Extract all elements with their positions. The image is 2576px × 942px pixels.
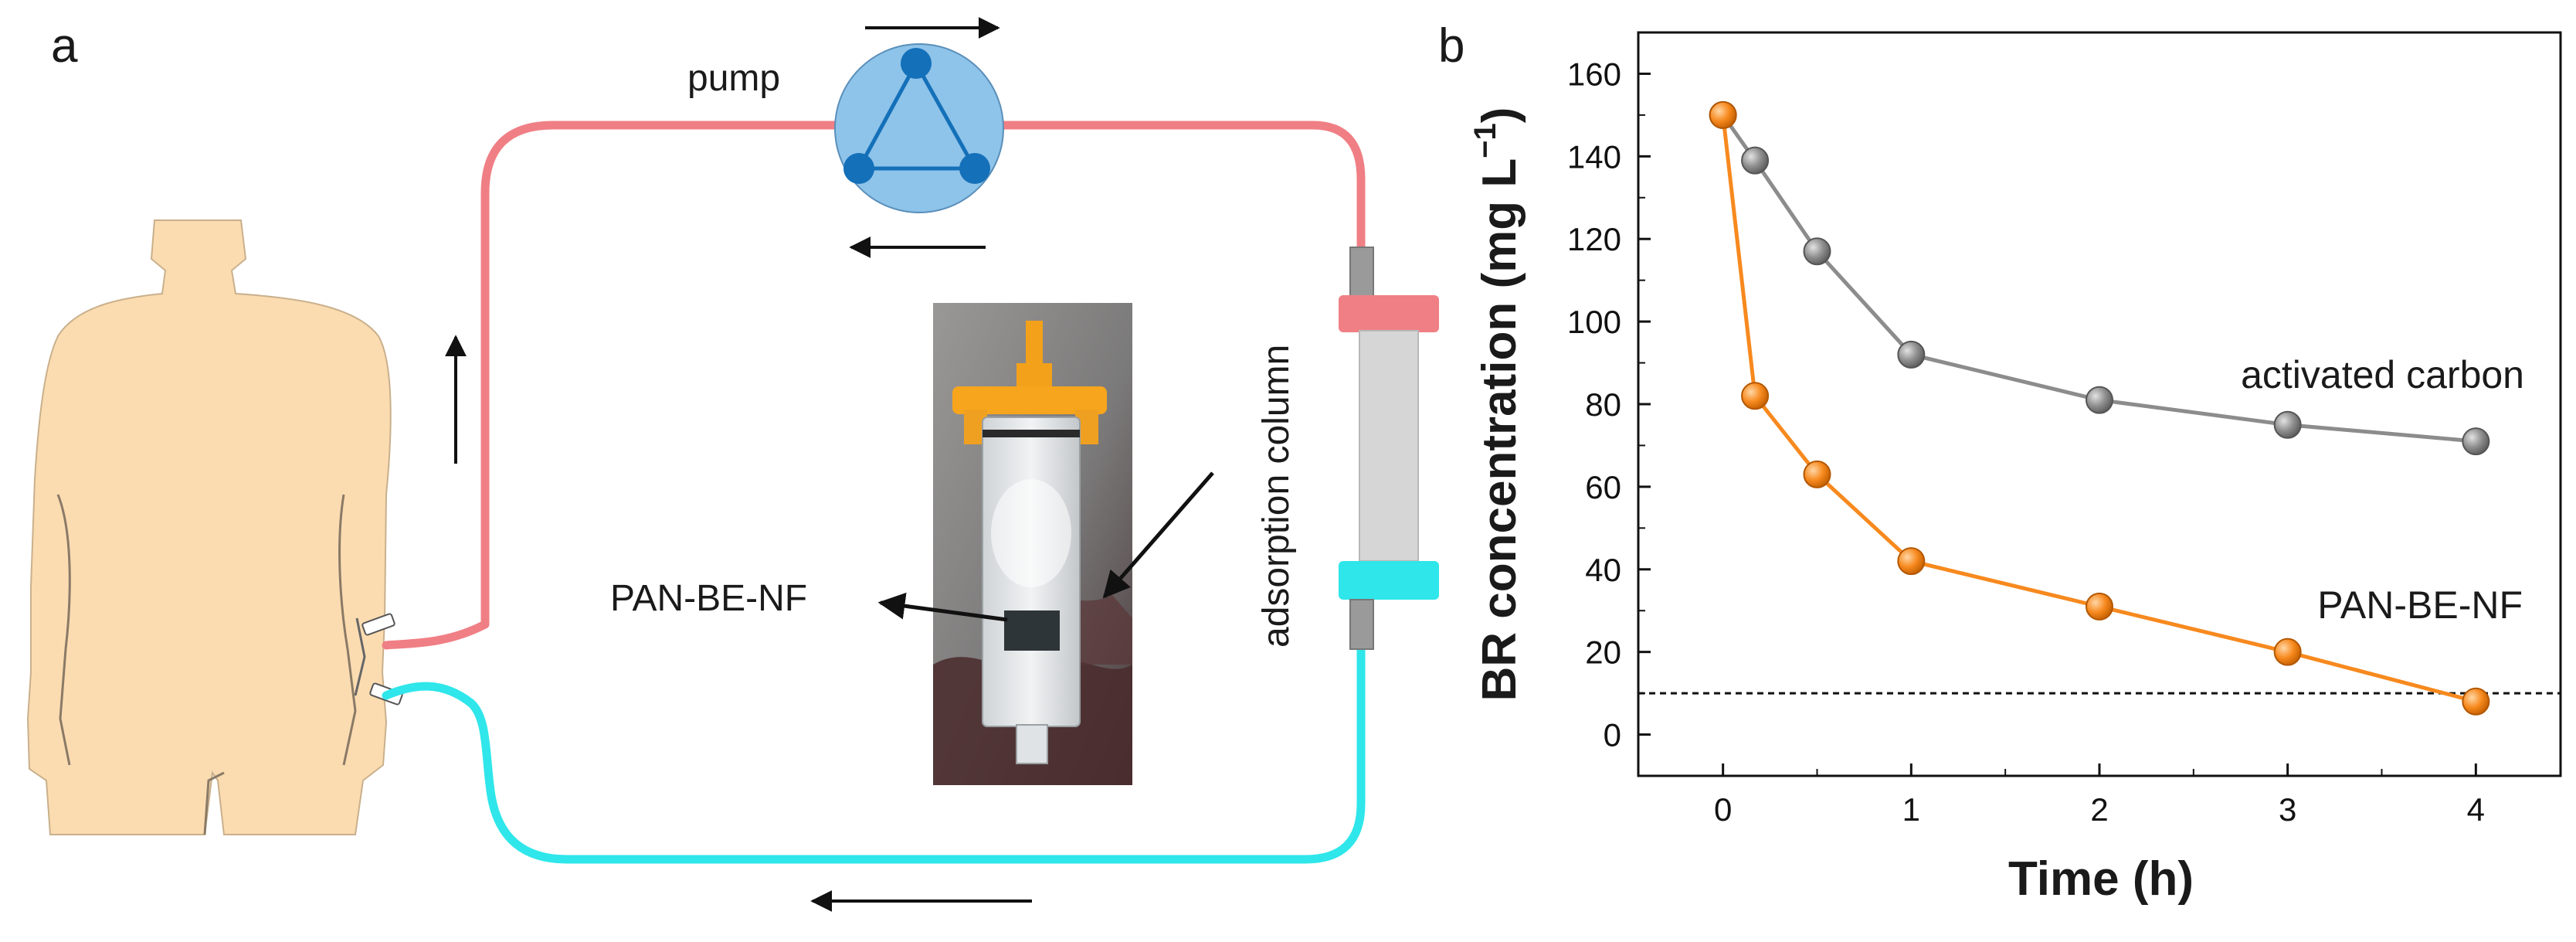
pump-roller-top — [901, 48, 932, 79]
pump-roller-right — [959, 153, 990, 184]
pump — [834, 43, 1004, 213]
torso-line — [203, 771, 225, 835]
column-top-port — [1349, 247, 1374, 298]
x-axis-title: Time (h) — [2008, 852, 2194, 906]
panel-b: b 0 20 40 60 80 100 120 140 160 0 1 2 3 4 activated … — [1438, 19, 2562, 906]
y-axis-title-close: ) — [1473, 107, 1526, 124]
y-tick-label: 120 — [1567, 221, 1621, 257]
data-point-activated-carbon — [2462, 427, 2490, 456]
x-axis: 0 1 2 3 4 — [1714, 763, 2485, 828]
panel-a-label: a — [51, 19, 78, 73]
y-tick-label: 100 — [1567, 304, 1621, 340]
data-point-activated-carbon — [2273, 410, 2302, 439]
x-tick-label: 2 — [2090, 791, 2108, 828]
data-point-pan-be-nf — [1709, 100, 1737, 129]
data-point-pan-be-nf — [1803, 460, 1831, 488]
y-tick-label: 0 — [1604, 717, 1621, 753]
data-point-activated-carbon — [1741, 146, 1770, 175]
data-point-pan-be-nf — [2086, 592, 2113, 621]
x-tick-label: 0 — [1714, 791, 1732, 828]
arterial-tube — [382, 121, 1366, 650]
data-point-pan-be-nf — [2273, 638, 2302, 666]
pump-roller-left — [843, 153, 874, 184]
left-arm-outline — [56, 494, 71, 766]
x-tick-label: 1 — [1902, 791, 1920, 828]
series-layer — [1709, 100, 2490, 716]
y-tick-label: 20 — [1585, 634, 1621, 671]
y-tick-label: 40 — [1585, 552, 1621, 588]
series-label-pan-be-nf: PAN-BE-NF — [2317, 583, 2523, 627]
column-bottom-cap — [1339, 561, 1439, 600]
x-tick-label: 3 — [2279, 791, 2296, 828]
column-pointer — [1102, 471, 1214, 599]
data-point-activated-carbon — [1803, 237, 1831, 266]
y-tick-label: 80 — [1585, 386, 1621, 423]
data-point-activated-carbon — [2086, 386, 2113, 414]
panel-a: a pump — [26, 17, 1439, 912]
column-bottom-port — [1349, 599, 1374, 650]
y-tick-label: 160 — [1567, 56, 1621, 92]
right-arm-outline — [338, 494, 357, 766]
pump-rotor-triangle — [855, 59, 979, 171]
adsorption-column — [1339, 247, 1439, 650]
data-point-pan-be-nf — [1897, 547, 1926, 576]
adsorption-column-label: adsorption column — [1256, 345, 1297, 648]
data-point-pan-be-nf — [2462, 687, 2490, 716]
column-photo — [933, 303, 1132, 785]
y-axis-title-main: BR concentration (mg L — [1473, 158, 1526, 702]
y-tick-label: 140 — [1567, 138, 1621, 175]
column-body — [1359, 330, 1419, 562]
data-point-activated-carbon — [1897, 340, 1926, 369]
data-point-pan-be-nf — [1741, 382, 1770, 410]
venous-tube — [382, 644, 1366, 864]
patient-body-silhouette — [26, 219, 392, 835]
pump-label: pump — [687, 58, 780, 99]
y-axis-title: BR concentration (mg L−1) — [1468, 107, 1526, 702]
x-tick-label: 4 — [2467, 791, 2485, 828]
y-tick-label: 60 — [1585, 469, 1621, 505]
y-axis: 0 20 40 60 80 100 120 140 160 — [1567, 56, 1651, 753]
y-axis-title-sup: −1 — [1468, 123, 1502, 158]
panel-b-label: b — [1438, 19, 1464, 73]
material-label: PAN-BE-NF — [610, 578, 807, 619]
material-pointer — [877, 592, 1008, 622]
series-label-activated-carbon: activated carbon — [2241, 353, 2524, 396]
column-top-cap — [1339, 295, 1439, 332]
column-photo-adsorbent-layer — [1004, 610, 1060, 651]
